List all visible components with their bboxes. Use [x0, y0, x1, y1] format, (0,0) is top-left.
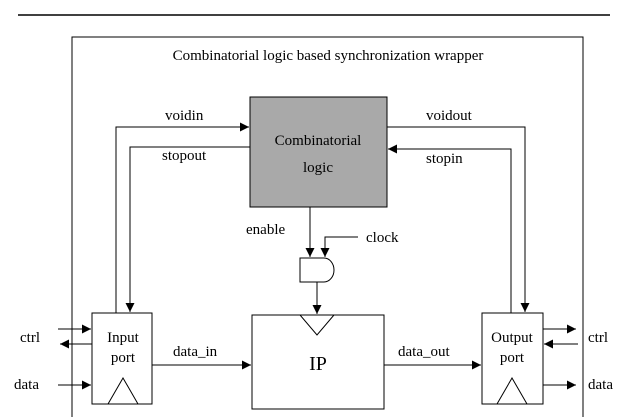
input-port-clock-triangle: [107, 376, 139, 405]
output-port-label-line1: Output: [491, 330, 534, 346]
ctrl-left-label: ctrl: [20, 330, 40, 346]
and-gate: [299, 257, 335, 283]
output-port-label-line2: port: [500, 350, 525, 366]
voidout-wire: [387, 126, 530, 312]
stopout-wire: [125, 146, 250, 312]
input-port-label-line2: port: [111, 350, 136, 366]
data-left-label: data: [14, 377, 39, 393]
logic-label-line2: logic: [303, 160, 333, 176]
combinatorial-logic-block: [249, 96, 388, 208]
data-in-label: data_in: [173, 344, 218, 360]
stopout-label: stopout: [162, 148, 207, 164]
input-port-label-line1: Input: [107, 330, 139, 346]
stopin-wire: [388, 144, 512, 313]
stopin-label: stopin: [426, 151, 463, 167]
ip-label: IP: [309, 353, 327, 375]
voidin-wire: [115, 122, 249, 313]
data-out-label: data_out: [398, 344, 450, 360]
clock-wire: [320, 236, 358, 257]
voidout-label: voidout: [426, 108, 473, 124]
data-right-label: data: [588, 377, 613, 393]
ctrl-right-label: ctrl: [588, 330, 608, 346]
clock-label: clock: [366, 230, 399, 246]
logic-label-line1: Combinatorial: [275, 133, 362, 149]
wrapper-border: [71, 36, 584, 417]
voidin-label: voidin: [165, 108, 204, 124]
output-port-clock-triangle: [496, 376, 528, 405]
ip-clock-triangle: [298, 314, 336, 336]
wrapper-title: Combinatorial logic based synchronizatio…: [173, 48, 484, 64]
enable-label: enable: [246, 222, 285, 238]
